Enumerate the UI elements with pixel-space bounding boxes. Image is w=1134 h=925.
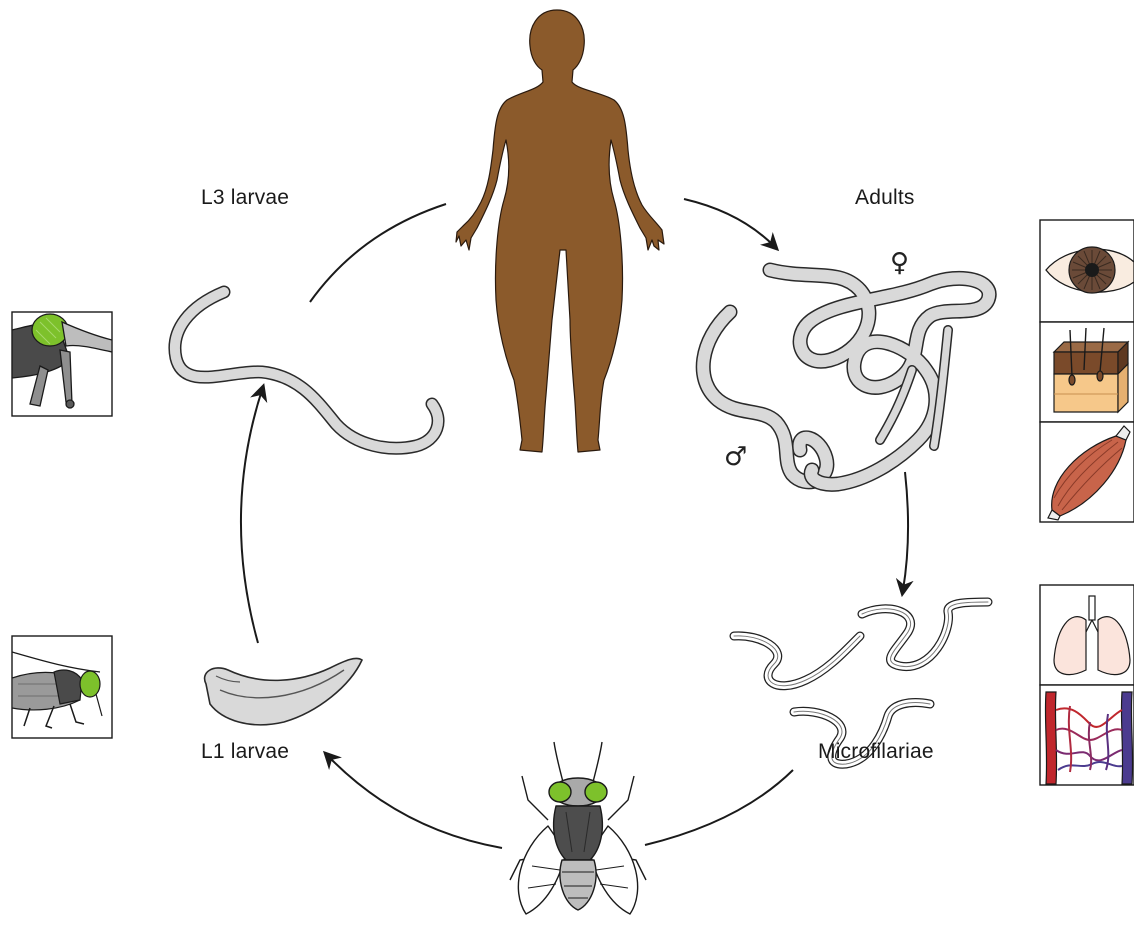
arrow-adults-to-microfilariae — [903, 472, 908, 590]
l3-larva-worm — [175, 292, 438, 448]
blood-vessels-icon — [1040, 685, 1134, 785]
arc-l3-to-human — [310, 204, 446, 302]
lungs-icon — [1040, 585, 1134, 685]
arrow-human-to-adults — [684, 199, 774, 246]
arc-microfilariae-to-fly — [645, 770, 793, 845]
label-microfilariae: Microfilariae — [818, 740, 934, 764]
female-symbol: ♀ — [890, 250, 909, 276]
male-symbol: ♂ — [724, 444, 747, 470]
eye-icon — [1040, 220, 1134, 322]
muscle-icon — [1040, 422, 1134, 522]
l1-larva-worm — [205, 658, 362, 724]
skin-tissue-icon — [1040, 322, 1134, 422]
arrow-fly-to-l1 — [328, 756, 502, 848]
arrow-l1-to-l3 — [241, 390, 262, 643]
label-adults: Adults — [855, 186, 915, 210]
fly-icon — [510, 742, 646, 914]
microfilaria-1 — [734, 636, 860, 686]
fly-side-icon — [12, 636, 112, 738]
human-silhouette-icon — [456, 10, 664, 452]
label-l1-larvae: L1 larvae — [201, 740, 289, 764]
label-l3-larvae: L3 larvae — [201, 186, 289, 210]
microfilaria-2 — [862, 602, 988, 667]
fly-head-icon — [12, 312, 112, 416]
